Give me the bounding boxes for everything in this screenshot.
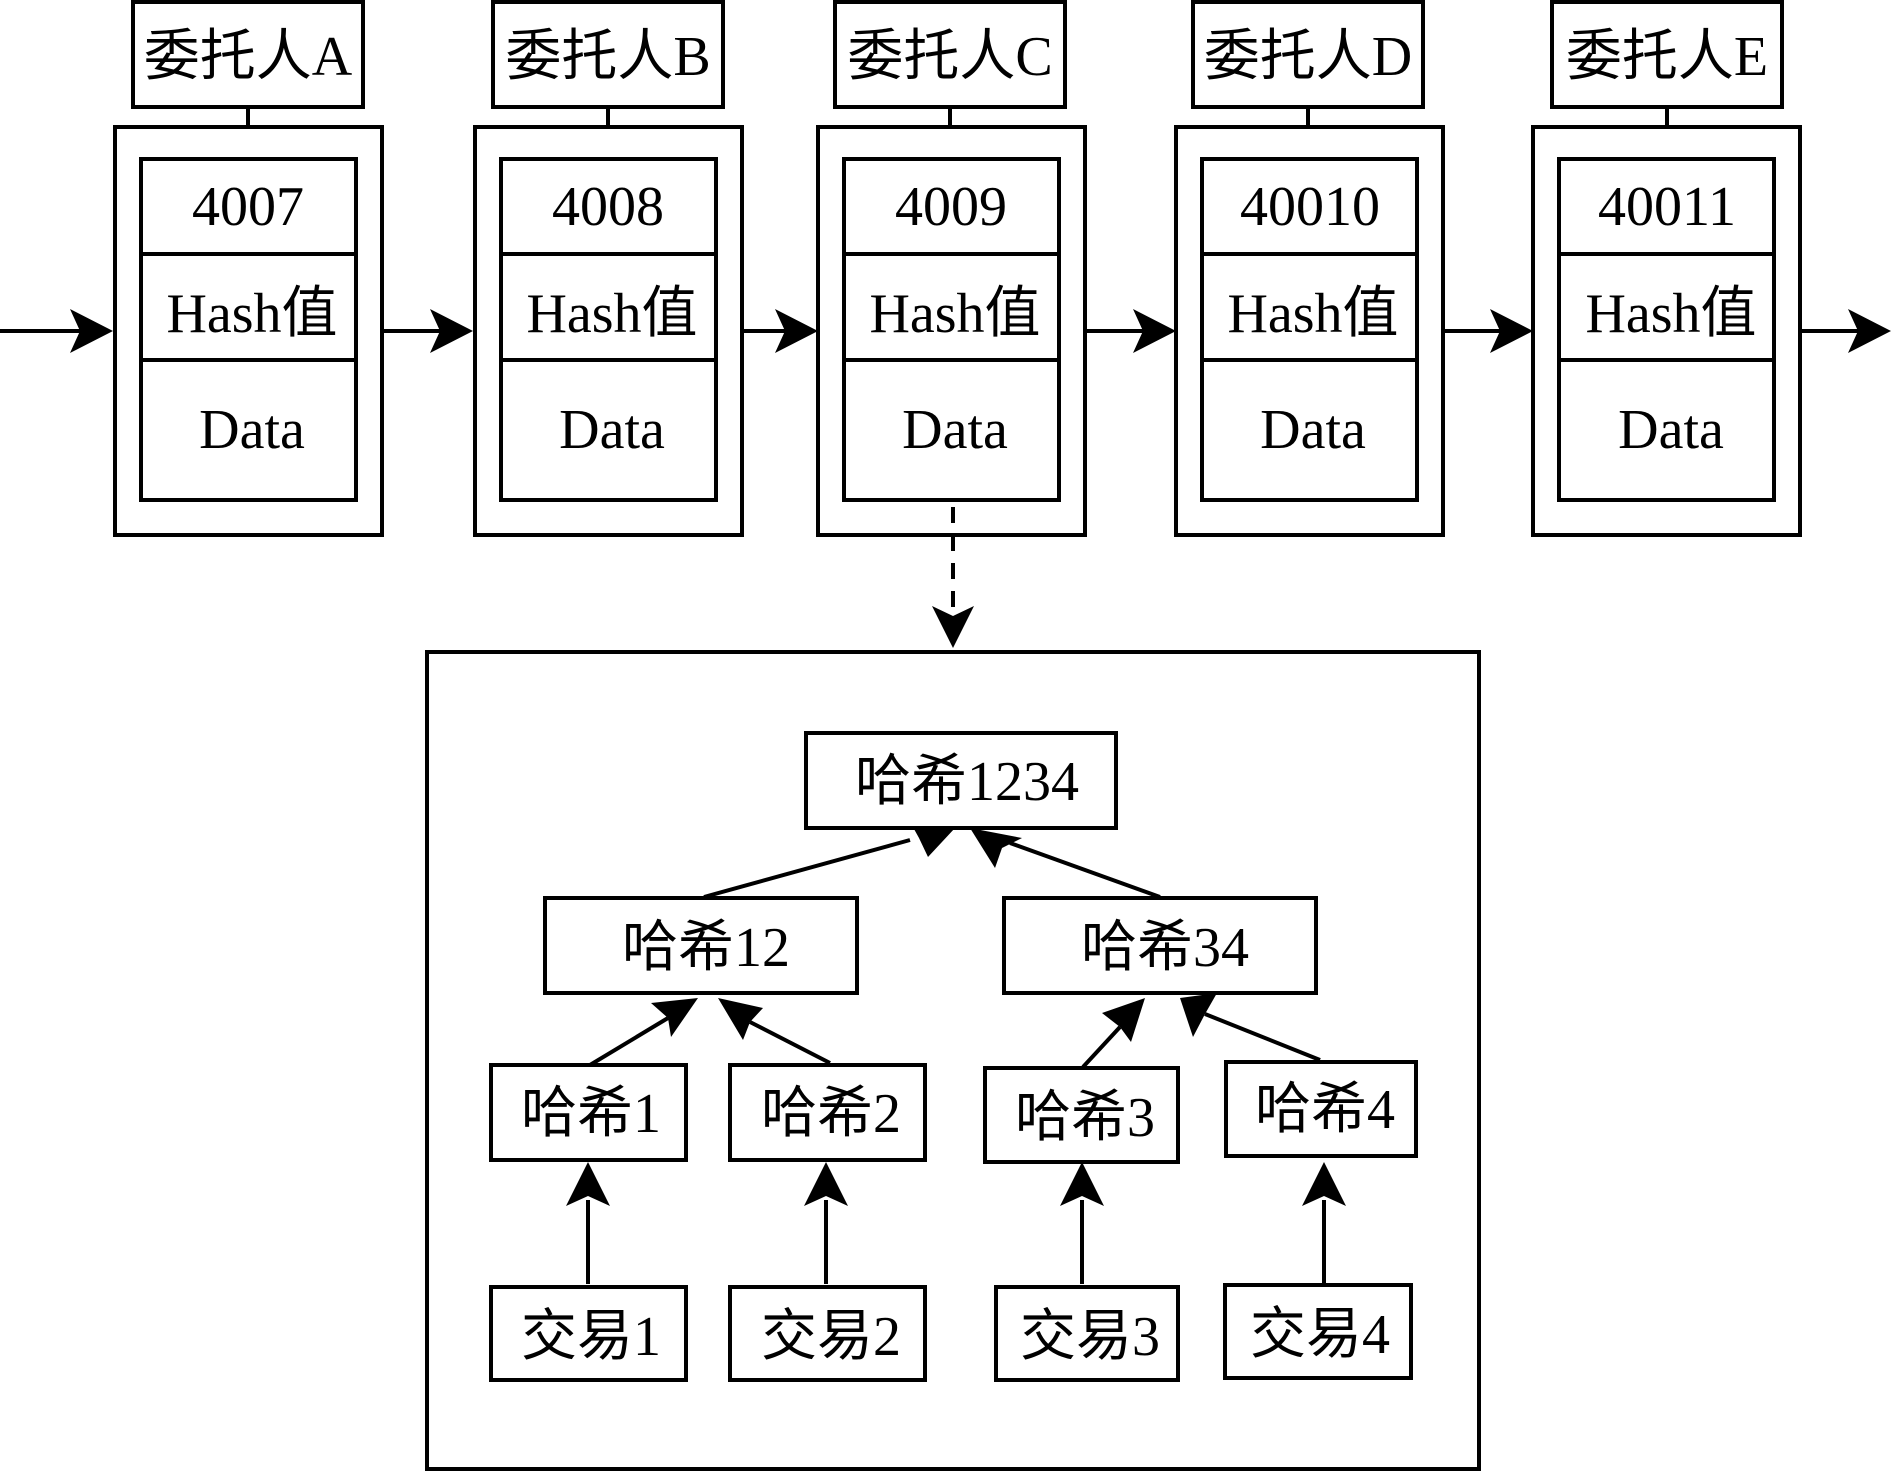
block-hash-cell-e	[1557, 252, 1776, 362]
block-number-b: 4008	[552, 176, 664, 238]
hash-node-2-label: 哈希2	[761, 1083, 901, 1145]
delegate-label-d: 委托人D	[1204, 26, 1412, 88]
delegate-box-e	[1550, 0, 1784, 109]
block-data-cell-c	[842, 358, 1061, 502]
block-hash-d: Hash值	[1227, 283, 1398, 345]
transaction-3-label: 交易3	[1020, 1306, 1160, 1368]
block-number-d: 40010	[1240, 176, 1380, 238]
block-data-a: Data	[199, 399, 305, 461]
block-data-cell-d	[1200, 358, 1419, 502]
hash-node-2: 哈希2	[728, 1063, 927, 1162]
block-hash-a: Hash值	[166, 283, 337, 345]
transaction-node-1: 交易1	[489, 1285, 688, 1382]
block-number-cell-a	[139, 157, 358, 256]
block-e: 委托人E 40011 Hash值 Data	[1531, 0, 1802, 537]
dashed-connector	[932, 507, 974, 648]
transaction-4-label: 交易4	[1250, 1304, 1390, 1366]
merkle-node-12: 哈希12	[543, 896, 859, 995]
merkle-node-34-label: 哈希34	[1081, 917, 1249, 979]
transaction-node-4: 交易4	[1223, 1283, 1413, 1380]
block-hash-b: Hash值	[526, 283, 697, 345]
transaction-node-3: 交易3	[994, 1285, 1180, 1382]
block-hash-cell-b	[499, 252, 718, 362]
merkle-node-12-label: 哈希12	[622, 917, 790, 979]
hash-node-4: 哈希4	[1224, 1060, 1418, 1158]
hash-node-1-label: 哈希1	[521, 1083, 661, 1145]
block-number-a: 4007	[192, 176, 304, 238]
block-b: 委托人B 4008 Hash值 Data	[473, 0, 744, 537]
hash-node-4-label: 哈希4	[1255, 1079, 1395, 1141]
delegate-label-a: 委托人A	[144, 26, 353, 88]
block-number-cell-e	[1557, 157, 1776, 256]
block-number-e: 40011	[1598, 176, 1736, 238]
delegate-label-c: 委托人C	[847, 26, 1052, 88]
block-a: 委托人A 4007 Hash值 Data	[113, 0, 384, 537]
block-number-cell-d	[1200, 157, 1419, 256]
block-data-cell-a	[139, 358, 358, 502]
hash-node-3: 哈希3	[983, 1066, 1180, 1164]
transaction-1-label: 交易1	[521, 1306, 661, 1368]
block-data-cell-b	[499, 358, 718, 502]
delegate-box-c	[833, 0, 1067, 109]
block-hash-c: Hash值	[869, 283, 1040, 345]
block-hash-cell-c	[842, 252, 1061, 362]
block-data-c: Data	[902, 399, 1008, 461]
block-number-cell-b	[499, 157, 718, 256]
block-data-cell-e	[1557, 358, 1776, 502]
transaction-2-label: 交易2	[761, 1306, 901, 1368]
hash-node-1: 哈希1	[489, 1063, 688, 1162]
block-data-e: Data	[1618, 399, 1724, 461]
block-c: 委托人C 4009 Hash值 Data	[816, 0, 1087, 537]
delegate-label-e: 委托人E	[1566, 26, 1768, 88]
merkle-node-34: 哈希34	[1002, 896, 1318, 995]
block-d: 委托人D 40010 Hash值 Data	[1174, 0, 1445, 537]
block-data-b: Data	[559, 399, 665, 461]
delegate-label-b: 委托人B	[505, 26, 710, 88]
transaction-node-2: 交易2	[728, 1285, 927, 1382]
merkle-root-label: 哈希1234	[855, 751, 1079, 813]
delegate-box-a	[131, 0, 365, 109]
block-hash-e: Hash值	[1585, 283, 1756, 345]
hash-node-3-label: 哈希3	[1015, 1087, 1155, 1149]
chain-arrows	[0, 309, 1891, 353]
block-data-d: Data	[1260, 399, 1366, 461]
merkle-root-node: 哈希1234	[804, 731, 1118, 830]
block-number-c: 4009	[895, 176, 1007, 238]
